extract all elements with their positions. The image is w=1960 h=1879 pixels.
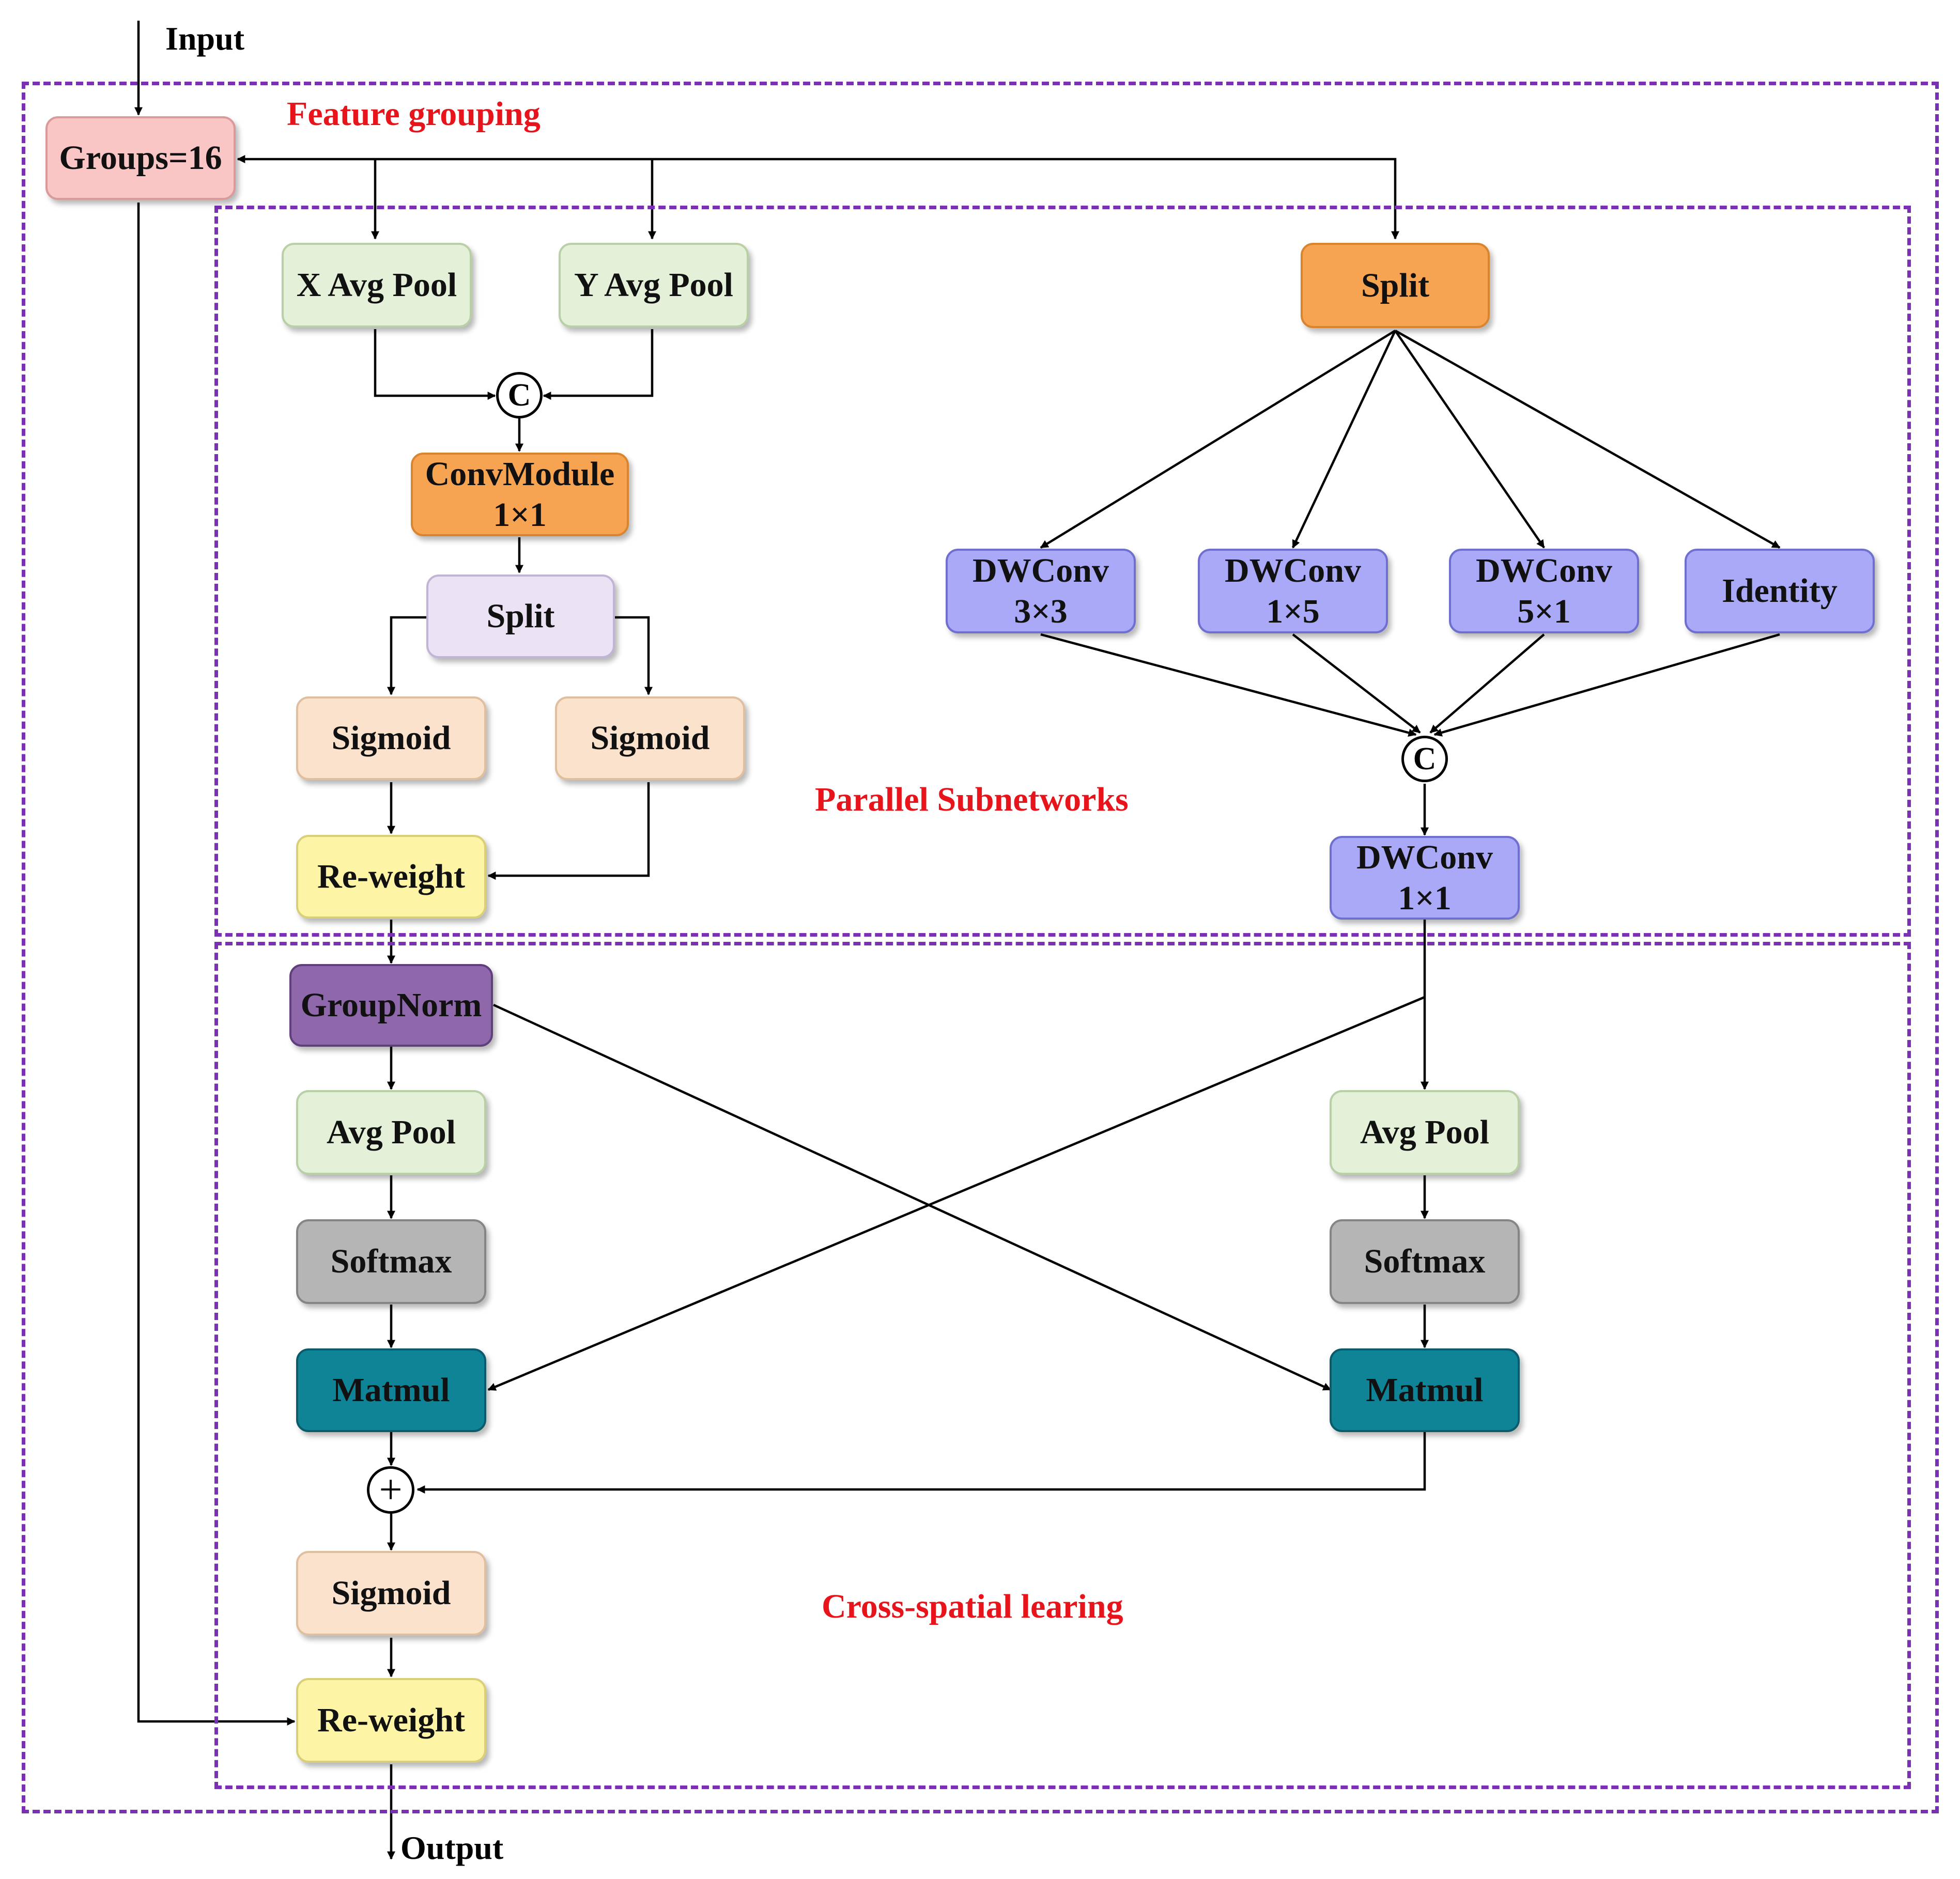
matmul-left-node: Matmul [296, 1348, 486, 1432]
edge-split-to-identity [1394, 330, 1781, 549]
region-cross-spatial [214, 942, 1911, 1789]
split-right-label: Split [1361, 266, 1430, 304]
dwconv-3x3-line2: 3×3 [1014, 593, 1068, 630]
avg-pool-left-label: Avg Pool [327, 1113, 456, 1152]
softmax-left-label: Softmax [330, 1243, 452, 1281]
y-avg-pool-label: Y Avg Pool [574, 266, 733, 304]
reweight-bottom-node: Re-weight [296, 1678, 486, 1763]
cross-spatial-label: Cross-spatial learing [822, 1588, 1123, 1625]
dwconv-1x5-node: DWConv 1×5 [1198, 549, 1388, 633]
region-feature-grouping [22, 82, 1939, 1813]
reweight-top-label: Re-weight [317, 858, 465, 896]
edge-split-to-sigmoid-b [614, 616, 653, 695]
edge-y-pool-to-concat [543, 329, 654, 400]
groups-label: Groups=16 [59, 139, 222, 177]
input-label: Input [165, 20, 244, 57]
dwconv-5x1-node: DWConv 5×1 [1449, 549, 1639, 633]
avg-pool-left-node: Avg Pool [296, 1090, 486, 1175]
x-avg-pool-node: X Avg Pool [282, 243, 472, 328]
dwconv-1x5-line1: DWConv [1224, 551, 1362, 589]
edge-groups-to-reweight [137, 203, 296, 1726]
split-left-label: Split [486, 597, 555, 635]
dwconv-1x1-line2: 1×1 [1398, 879, 1452, 917]
edge-groupnorm-to-matmul-r [493, 1003, 1332, 1391]
parallel-subnetworks-label: Parallel Subnetworks [815, 781, 1129, 818]
dwconv-5x1-line1: DWConv [1475, 551, 1613, 589]
dwconv-5x1-line2: 5×1 [1517, 593, 1571, 630]
edge-sigmoid-b-to-reweight [487, 782, 650, 880]
edge-x-pool-to-concat [374, 329, 496, 400]
avg-pool-right-label: Avg Pool [1360, 1113, 1489, 1152]
dwconv-3x3-node: DWConv 3×3 [946, 549, 1136, 633]
identity-node: Identity [1685, 549, 1875, 633]
edge-dw1x1-to-matmul-l [487, 996, 1425, 1391]
edge-identity-to-concat [1433, 633, 1780, 737]
dwconv-3x3-line1: DWConv [972, 551, 1109, 589]
softmax-left-node: Softmax [296, 1219, 486, 1304]
concat-right-op: C [1401, 736, 1448, 782]
identity-label: Identity [1722, 572, 1838, 610]
dwconv-1x1-node: DWConv 1×1 [1330, 836, 1520, 920]
edge-dw1x5-to-concat [1292, 633, 1421, 734]
groups-node: Groups=16 [45, 116, 236, 200]
edge-split-to-dw1x5 [1291, 330, 1397, 549]
matmul-left-label: Matmul [332, 1371, 450, 1409]
split-right-node: Split [1301, 243, 1490, 328]
split-left-node: Split [426, 574, 615, 658]
edge-split-to-dw5x1 [1394, 330, 1545, 549]
matmul-right-node: Matmul [1330, 1348, 1520, 1432]
conv-module-line2: 1×1 [493, 496, 547, 534]
edge-dw5x1-to-concat [1429, 633, 1545, 734]
reweight-bottom-label: Re-weight [317, 1701, 465, 1740]
dwconv-1x1-line1: DWConv [1356, 838, 1493, 876]
avg-pool-right-node: Avg Pool [1330, 1090, 1520, 1175]
reweight-top-node: Re-weight [296, 835, 486, 919]
matmul-right-label: Matmul [1366, 1371, 1484, 1409]
sigmoid-bottom-label: Sigmoid [331, 1574, 451, 1612]
conv-module-node: ConvModule 1×1 [411, 453, 629, 536]
sigmoid-b-label: Sigmoid [590, 719, 710, 757]
region-parallel-subnetworks [214, 206, 1911, 937]
sigmoid-bottom-node: Sigmoid [296, 1551, 486, 1636]
dwconv-1x5-line2: 1×5 [1266, 593, 1320, 630]
conv-module-line1: ConvModule [425, 455, 615, 493]
feature-grouping-label: Feature grouping [287, 95, 541, 133]
group-norm-node: GroupNorm [289, 964, 493, 1047]
edge-bus-top [650, 158, 1399, 240]
x-avg-pool-label: X Avg Pool [296, 266, 457, 304]
edge-dw3x3-to-concat [1040, 633, 1417, 737]
softmax-right-node: Softmax [1330, 1219, 1520, 1304]
add-op: + [367, 1466, 414, 1514]
edge-split-to-sigmoid-a [387, 616, 428, 695]
sigmoid-b-node: Sigmoid [555, 696, 745, 780]
sigmoid-a-label: Sigmoid [331, 719, 451, 757]
softmax-right-label: Softmax [1364, 1243, 1486, 1281]
sigmoid-a-node: Sigmoid [296, 696, 486, 780]
output-label: Output [400, 1829, 504, 1866]
group-norm-label: GroupNorm [300, 986, 482, 1024]
y-avg-pool-node: Y Avg Pool [559, 243, 749, 328]
edge-split-to-dw3x3 [1040, 330, 1396, 549]
edge-matmul-r-to-add [416, 1431, 1426, 1494]
concat-left-op: C [496, 372, 543, 418]
